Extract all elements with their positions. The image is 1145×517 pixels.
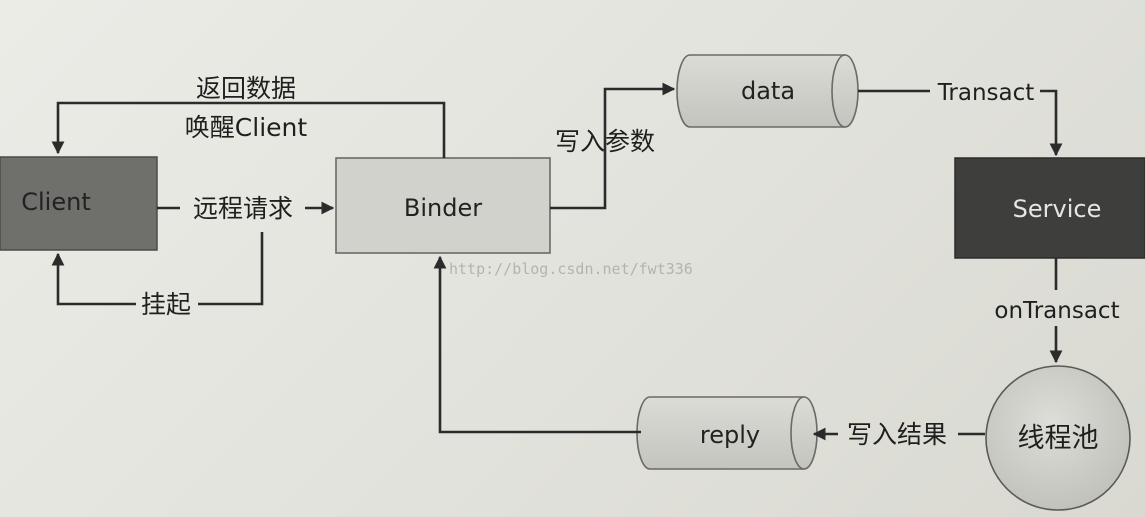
on-transact-label: onTransact [994, 298, 1119, 324]
return-data-label: 返回数据 [196, 74, 296, 103]
binder-label: Binder [404, 194, 482, 222]
service-label: Service [1013, 195, 1102, 223]
return-data-connector [51, 101, 446, 158]
reply-to-binder-connector [433, 255, 641, 434]
wake-client-label: 唤醒Client [185, 113, 308, 142]
suspend-connector-start [198, 232, 264, 306]
client-label: Client [21, 188, 90, 216]
reply-label: reply [700, 421, 760, 449]
data-label: data [741, 77, 795, 105]
thread-pool-node: 线程池 [985, 365, 1131, 511]
write-result-label: 写入结果 [847, 420, 947, 449]
write-params-label: 写入参数 [555, 127, 655, 156]
data-cylinder: data [676, 54, 859, 128]
remote-request-label: 远程请求 [193, 194, 293, 223]
client-node: Client [0, 156, 158, 251]
thread-pool-label: 线程池 [1018, 423, 1099, 454]
service-node: Service [954, 157, 1145, 259]
binder-node: Binder [335, 157, 551, 254]
reply-cylinder: reply [636, 396, 818, 470]
suspend-label: 挂起 [141, 290, 191, 319]
transact-label: Transact [937, 80, 1035, 106]
write-params-connector [550, 82, 676, 210]
suspend-connector-end [51, 252, 136, 306]
watermark-text: http://blog.csdn.net/fwt336 [449, 260, 693, 278]
transact-connector-end [1040, 89, 1063, 157]
